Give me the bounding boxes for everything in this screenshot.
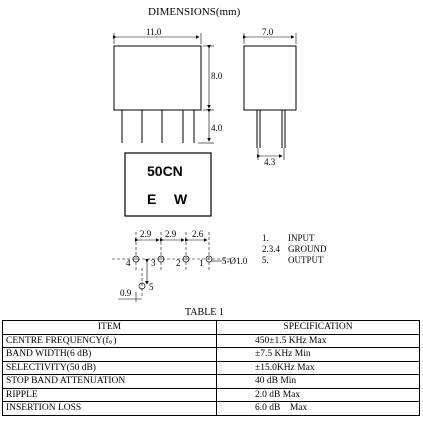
table-header-row: ITEM SPECIFICATION <box>2 320 420 335</box>
pin-3-label: 3 <box>151 258 156 268</box>
table-row: CENTRE FREQUENCY(f。) 450±1.5 KHz Max <box>2 333 420 348</box>
item-cell: STOP BAND ATTENUATION <box>2 374 217 389</box>
table-row: SELECTIVITY(50 dB) ±15.0KHz Max <box>2 360 420 375</box>
pin-legend-num: 1. <box>262 233 269 243</box>
spec-cell: 40 dB Min <box>216 374 420 389</box>
pin-legend-num: 2.3.4 <box>262 244 280 254</box>
table-row: INSERTION LOSS 6.0 dB Max <box>2 401 420 416</box>
pin-legend: 1. INPUT 2.3.4 GROUND 5. OUTPUT <box>262 233 327 266</box>
header-specification: SPECIFICATION <box>216 320 420 335</box>
table-caption: TABLE 1 <box>185 307 224 318</box>
pin-legend-name: OUTPUT <box>288 255 324 265</box>
pin-legend-row: 2.3.4 GROUND <box>262 244 327 255</box>
table-row: RIPPLE 2.0 dB Max <box>2 387 420 402</box>
side-view <box>243 33 297 160</box>
marking-outline <box>124 152 212 217</box>
spec-table: ITEM SPECIFICATION CENTRE FREQUENCY(f。) … <box>2 320 420 416</box>
lead-length-label: 4.0 <box>211 123 223 133</box>
front-width-label: 11.0 <box>146 27 162 37</box>
spec-cell: ±7.5 KHz Min <box>216 347 420 362</box>
marking-e: E <box>147 191 157 207</box>
pin-2-label: 2 <box>176 258 181 268</box>
offset-y-label: 5 <box>149 282 154 292</box>
item-cell: BAND WIDTH(6 dB) <box>2 347 217 362</box>
spec-cell: 2.0 dB Max <box>216 387 420 402</box>
spec-cell: 450±1.5 KHz Max <box>216 333 420 348</box>
pin-1-label: 1 <box>199 258 204 268</box>
spacing-c-label: 2.6 <box>192 229 204 239</box>
side-width-label: 7.0 <box>262 27 274 37</box>
spec-cell: 6.0 dB Max <box>216 401 420 416</box>
item-cell: RIPPLE <box>2 387 217 402</box>
table-row: BAND WIDTH(6 dB) ±7.5 KHz Min <box>2 347 420 362</box>
footprint <box>112 232 232 302</box>
offset-x-label: 0.9 <box>120 288 132 298</box>
front-view <box>113 33 214 144</box>
header-item: ITEM <box>2 320 217 335</box>
item-cell: SELECTIVITY(50 dB) <box>2 360 217 375</box>
marking-w: W <box>174 191 188 207</box>
pin-spacing-label: 4.3 <box>264 157 276 167</box>
item-cell: CENTRE FREQUENCY(f。) <box>2 333 217 348</box>
pin-legend-row: 1. INPUT <box>262 233 327 244</box>
dimension-drawing <box>112 33 297 302</box>
pin-legend-num: 5. <box>262 255 269 265</box>
pin-legend-row: 5. OUTPUT <box>262 255 327 266</box>
pin-legend-name: GROUND <box>288 244 327 254</box>
marking-line1: 50CN <box>147 163 183 179</box>
item-cell: INSERTION LOSS <box>2 401 217 416</box>
spacing-a-label: 2.9 <box>140 229 152 239</box>
pin-legend-name: INPUT <box>288 233 315 243</box>
hole-label: 5-Ø1.0 <box>222 256 248 266</box>
front-height-label: 8.0 <box>211 71 223 81</box>
spacing-b-label: 2.9 <box>165 229 177 239</box>
drawing-title: DIMENSIONS(mm) <box>148 6 241 18</box>
spec-cell: ±15.0KHz Max <box>216 360 420 375</box>
pin-4-label: 4 <box>126 258 131 268</box>
table-row: STOP BAND ATTENUATION 40 dB Min <box>2 374 420 389</box>
